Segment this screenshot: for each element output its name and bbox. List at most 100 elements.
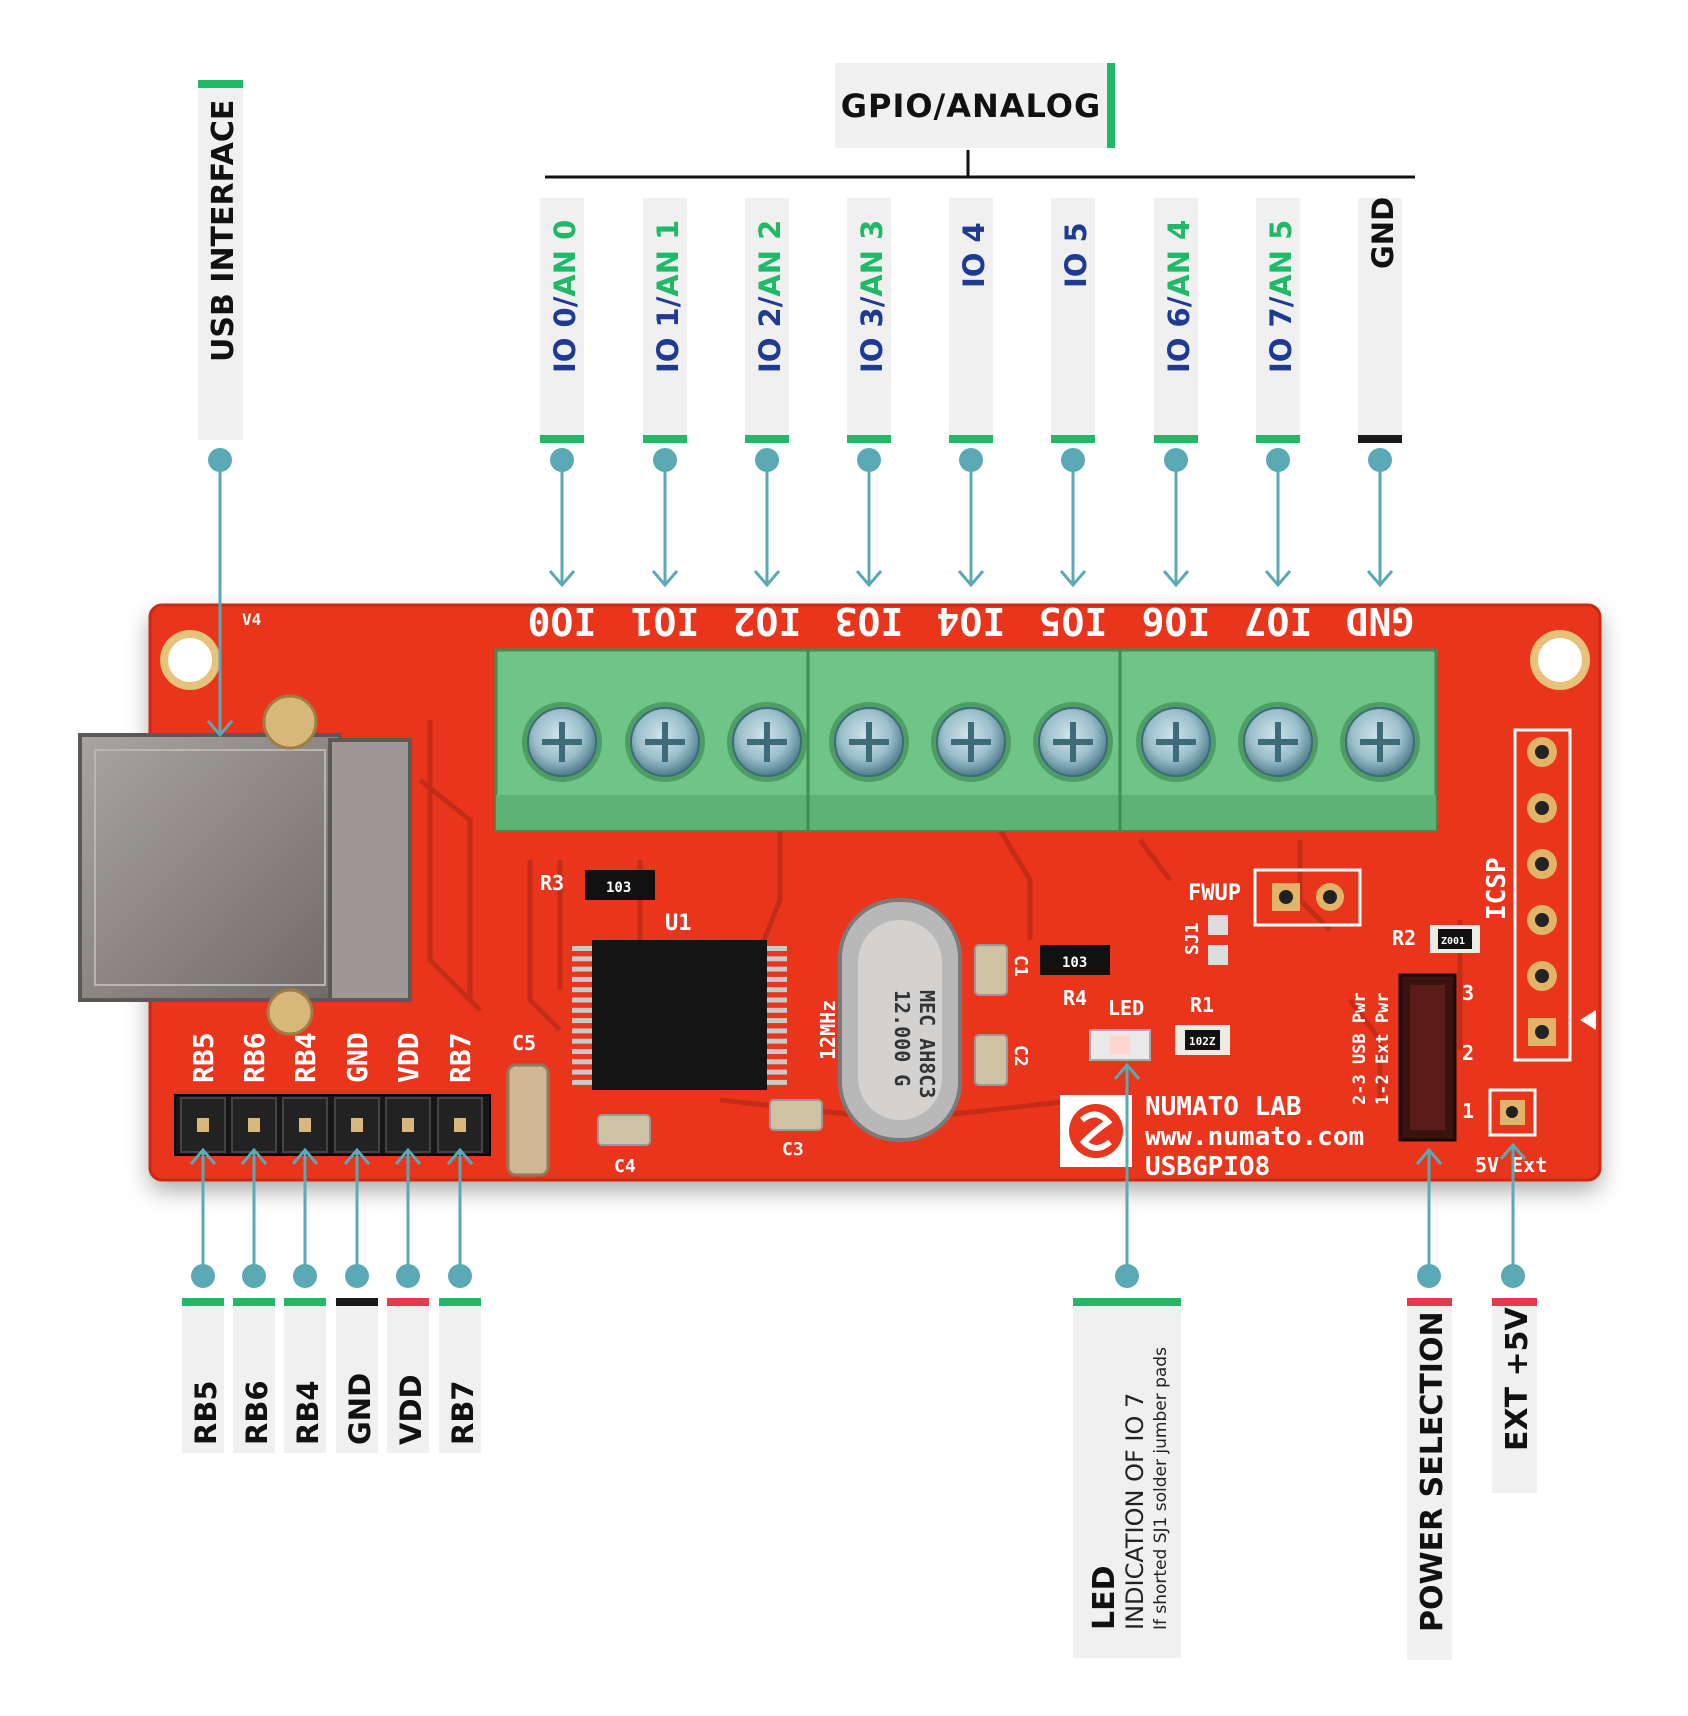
jp-1: 1 [1462,1099,1474,1123]
sj1-label: SJ1 [1182,922,1203,955]
crystal-freq: 12MHz [816,1000,840,1060]
top-pin-label: IO 2/AN 2 [745,198,789,443]
jp-3: 3 [1462,981,1474,1005]
leader-arrow [1366,570,1394,588]
top-pin-text: GND [1366,196,1400,268]
top-pin-an: AN 4 [1162,219,1196,297]
bottom-pin-bar [182,1298,224,1306]
bottom-pin-label: RB6 [233,1298,275,1453]
power-jumper: 2-3 USB Pwr 1-2 Ext Pwr 3 2 1 [1350,973,1474,1142]
bottom-pin-text: RB4 [291,1380,325,1445]
leader-arrow [1113,1062,1141,1080]
bottom-pin-label: VDD [387,1298,429,1453]
u1-label: U1 [665,911,692,936]
top-pin-text: IO 6/AN 4 [1162,220,1196,373]
icsp-label: ICSP [1482,857,1512,920]
bottom-pin-text: RB7 [446,1380,480,1445]
bottom-pin-text: VDD [394,1374,428,1445]
resistor-r2: Z001 R2 [1392,925,1480,953]
top-pin-an: AN 3 [855,219,889,297]
top-pin-text: IO 3/AN 3 [855,220,889,373]
ext-pwr-label: 1-2 Ext Pwr [1373,992,1393,1105]
top-pin-an: AN 1 [651,219,685,297]
top-pin-an: AN 5 [1264,219,1298,297]
fwup-jumper: FWUP [1188,868,1362,927]
leader-arrow [1059,570,1087,588]
terminal-silk-label: IO2 [733,599,802,643]
led-callout: LED INDICATION OF IO 7 If shorted SJ1 so… [1073,1298,1181,1658]
bottom-pin-label: RB5 [182,1298,224,1453]
gpio-bracket [545,150,1415,179]
top-pin-label: IO 6/AN 4 [1154,198,1198,443]
leader-arrow [206,720,234,738]
brand-silk: NUMATO LAB [1145,1092,1302,1122]
terminal-silk-label: IO5 [1039,599,1108,643]
r2-label: R2 [1392,926,1416,950]
leader-arrow [394,1147,422,1165]
power-selection-callout: POWER SELECTION [1407,1298,1452,1660]
leader-arrow [1499,1142,1527,1160]
top-pin-text: IO 1/AN 1 [651,220,685,373]
bottom-pin-text: GND [343,1372,377,1445]
leader-arrow [548,570,576,588]
ext-pad-label: 5V Ext [1475,1153,1547,1177]
terminal-silk-label: IO3 [835,599,904,643]
top-pin-text: IO 0/AN 0 [548,220,582,373]
top-pin-bar [1358,435,1402,443]
leader-arrow [291,1147,319,1165]
header-pin [197,1118,209,1132]
gpio-header-accent [1107,63,1115,148]
top-pin-bar [1154,435,1198,443]
sj1-pads: SJ1 [1182,915,1228,965]
header-pin [299,1118,311,1132]
top-pin-bar [847,435,891,443]
bottom-pin-bar [284,1298,326,1306]
onboard-led: LED [1089,996,1151,1061]
led-callout-accent [1073,1298,1181,1306]
r3-label: R3 [540,871,564,895]
header-silk-label: RB6 [238,1032,271,1083]
c5-label: C5 [512,1031,536,1055]
led-silk-label: LED [1108,996,1144,1020]
leader-arrow [753,570,781,588]
bottom-pin-label: RB4 [284,1298,326,1453]
header-silk-label: VDD [392,1032,425,1083]
terminal-silk-label: IO7 [1244,599,1313,643]
bottom-pin-bar [336,1298,378,1306]
top-pin-text: IO 2/AN 2 [753,220,787,373]
top-pin-bar [745,435,789,443]
top-pin-label: IO 3/AN 3 [847,198,891,443]
top-pin-io: IO 0 [548,307,582,373]
capacitor-c5: C5 [506,1031,550,1177]
fwup-label: FWUP [1188,881,1241,906]
header-silk-label: RB7 [444,1032,477,1083]
ext-5v-text: EXT +5V [1500,1307,1535,1451]
c4-label: C4 [614,1156,636,1177]
top-pin-io: IO 5 [1059,222,1093,288]
top-pin-io: GND [1366,196,1400,269]
resistor-r1: 102Z R1 [1175,993,1230,1055]
ext-5v-callout: EXT +5V [1492,1298,1537,1493]
led-line1: INDICATION OF IO 7 [1121,1392,1149,1630]
capacitor-c1: C1 [974,944,1031,996]
gpio-analog-text: GPIO/ANALOG [840,86,1102,125]
chip-legs [572,946,787,1085]
top-pin-io: IO 2 [753,307,787,373]
header-silk-label: RB5 [187,1032,220,1083]
leader-arrow [651,570,679,588]
top-pin-io: IO 4 [957,222,991,288]
led-line2: If shorted SJ1 solder jumber pads [1151,1347,1171,1630]
terminal-silk-label: IO6 [1142,599,1211,643]
resistor-r3: 103 R3 [540,870,655,900]
top-pin-label: IO 7/AN 5 [1256,198,1300,443]
bottom-pin-bar [233,1298,275,1306]
top-pin-bar [540,435,584,443]
c3-label: C3 [782,1139,804,1160]
top-pin-separator: / [1264,296,1298,308]
c1-label: C1 [1010,955,1031,977]
top-pin-io: IO 7 [1264,307,1298,373]
top-pin-bar [1051,435,1095,443]
top-pin-separator: / [855,296,889,308]
